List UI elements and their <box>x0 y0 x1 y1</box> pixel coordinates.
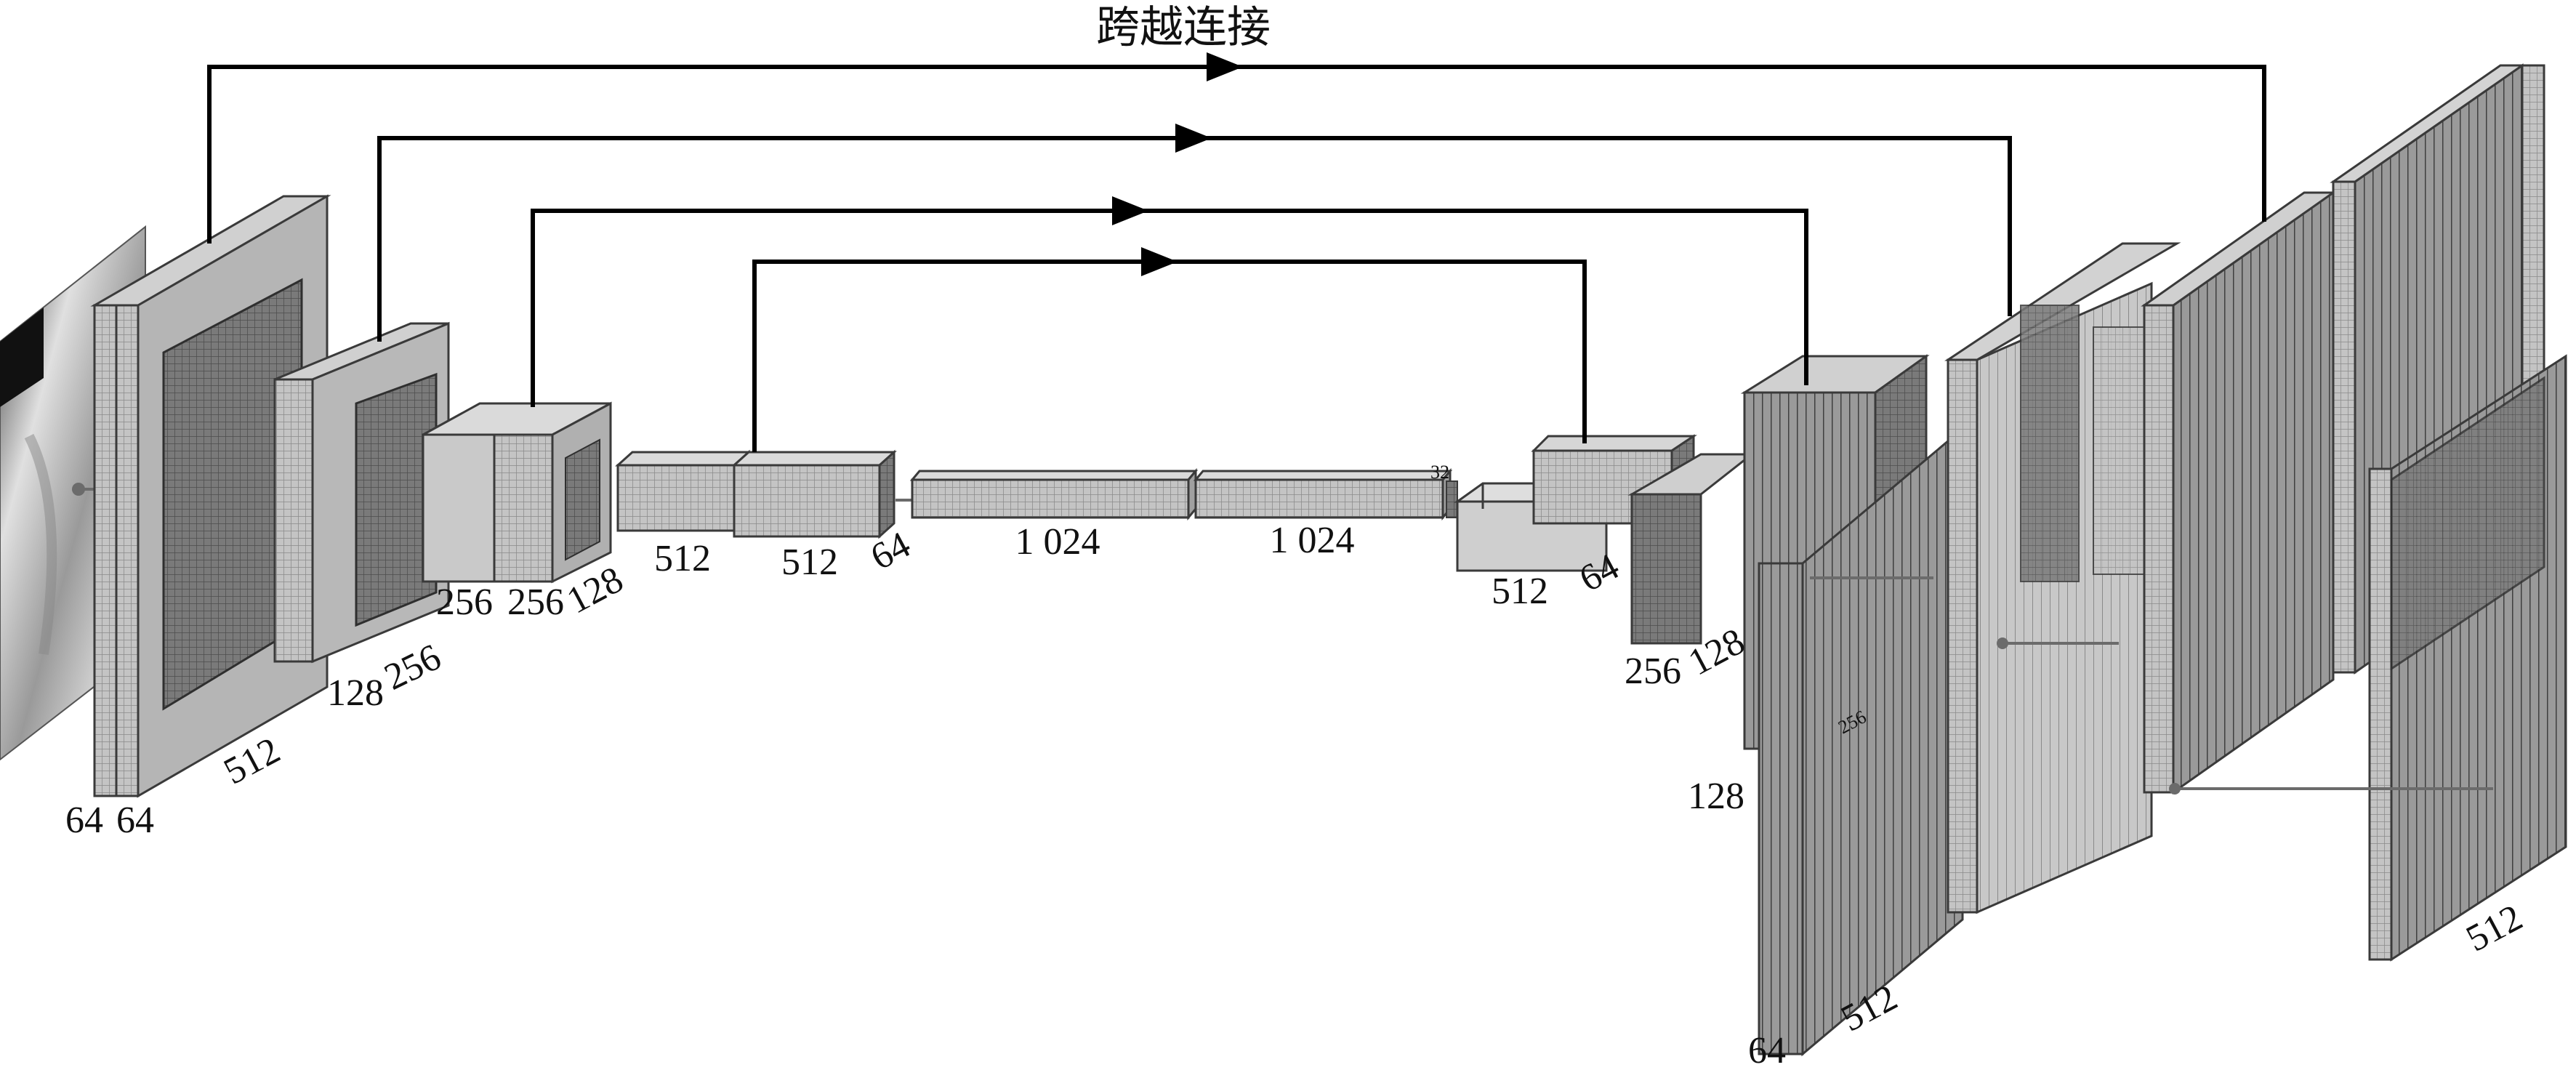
label-enc1-b: 64 <box>116 800 154 841</box>
encoder-block-3 <box>422 401 612 584</box>
label-bott-b: 1 024 <box>1270 520 1355 561</box>
label-enc4-b: 512 <box>781 542 838 583</box>
label-bott-c: 32 <box>1430 462 1449 483</box>
label-enc4-a: 512 <box>654 538 711 579</box>
label-enc1-a: 64 <box>65 800 103 841</box>
label-enc2-a: 128 <box>327 672 384 714</box>
label-dec2-a: 128 <box>1688 776 1744 817</box>
encoder-block-4 <box>615 449 897 539</box>
label-dec1-a: 64 <box>1748 1030 1786 1071</box>
output-block <box>2330 63 2567 962</box>
internal-flow-lines <box>1810 576 2493 795</box>
skip-connection-1 <box>207 52 2266 244</box>
diagram-title: 跨越连接 <box>1096 2 1271 53</box>
label-dec4-a: 512 <box>1492 571 1548 612</box>
bottleneck-block <box>895 467 1458 521</box>
encoder-block-2 <box>273 321 450 664</box>
label-enc3-a: 256 <box>436 582 493 623</box>
label-dec3-a: 256 <box>1625 651 1681 692</box>
decoder-block-1 <box>2141 190 2337 795</box>
skip-connection-4 <box>752 247 1587 452</box>
label-enc3-b: 256 <box>507 582 564 623</box>
label-bott-a: 1 024 <box>1015 521 1100 563</box>
label-enc2-b: 256 <box>378 636 447 698</box>
skip-connection-3 <box>531 196 1808 407</box>
skip-connection-2 <box>377 124 2012 342</box>
